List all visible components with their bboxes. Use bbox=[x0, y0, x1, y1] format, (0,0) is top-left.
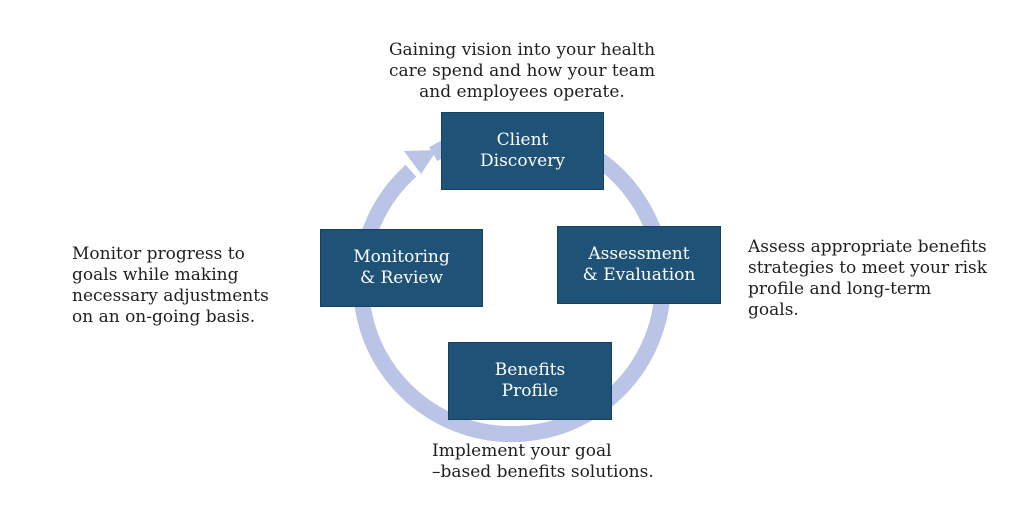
step-title-line: & Review bbox=[359, 268, 444, 288]
description-line: goals while making bbox=[72, 265, 239, 285]
description-line: goals. bbox=[748, 300, 799, 320]
step-box-monitoring-review: Monitoring & Review bbox=[320, 229, 483, 307]
description-line: necessary adjustments bbox=[72, 286, 269, 306]
description-line: strategies to meet your risk bbox=[748, 258, 988, 278]
description-line: care spend and how your team bbox=[388, 61, 656, 81]
step-title-line: Assessment bbox=[588, 244, 690, 264]
description-line: Gaining vision into your health bbox=[388, 40, 656, 60]
description-line: Monitor progress to bbox=[72, 244, 245, 264]
cycle-arrowhead bbox=[404, 150, 437, 174]
description-line: –based benefits solutions. bbox=[432, 462, 654, 482]
step-box-benefits-profile: Benefits Profile bbox=[448, 342, 612, 420]
step-title-line: Monitoring bbox=[353, 247, 450, 267]
step-box-assessment-evaluation: Assessment & Evaluation bbox=[557, 226, 721, 304]
step-title-line: Benefits bbox=[494, 360, 566, 380]
description-line: profile and long-term bbox=[748, 279, 932, 299]
step-title-line: & Evaluation bbox=[582, 265, 696, 285]
description-line: Assess appropriate benefits bbox=[748, 237, 987, 257]
description-line: Implement your goal bbox=[432, 441, 612, 461]
description-line: and employees operate. bbox=[419, 82, 625, 102]
step-description-monitoring-review: Monitor progress to goals while making n… bbox=[72, 244, 312, 328]
step-title-line: Profile bbox=[501, 381, 559, 401]
step-title-line: Discovery bbox=[480, 151, 565, 171]
step-title-line: Client bbox=[496, 130, 549, 150]
step-description-benefits-profile: Implement your goal –based benefits solu… bbox=[432, 441, 712, 483]
step-box-client-discovery: Client Discovery bbox=[441, 112, 604, 190]
step-description-assessment-evaluation: Assess appropriate benefits strategies t… bbox=[748, 237, 1018, 321]
description-line: on an on-going basis. bbox=[72, 307, 256, 327]
step-description-client-discovery: Gaining vision into your health care spe… bbox=[370, 40, 674, 103]
